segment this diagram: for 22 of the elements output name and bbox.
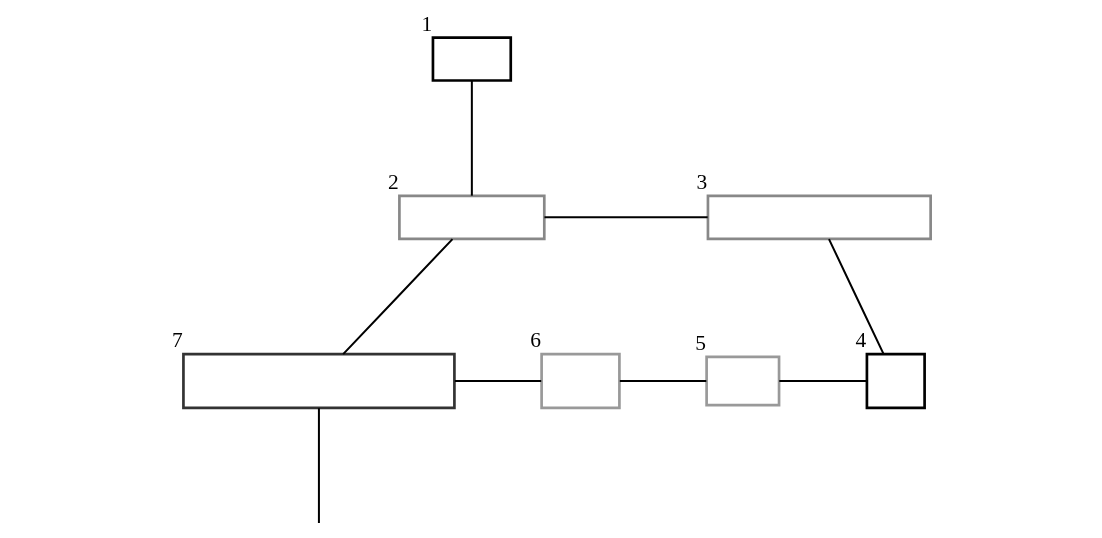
connector [619, 380, 707, 382]
node-box [398, 194, 546, 241]
connector [470, 80, 473, 196]
connector [779, 380, 867, 382]
connector [828, 238, 885, 355]
connector [544, 216, 708, 219]
node-box [705, 355, 781, 407]
connector [454, 380, 542, 382]
node-box [540, 352, 621, 410]
node-label: 1 [421, 11, 433, 36]
connector [317, 408, 320, 523]
node-label: 7 [172, 328, 183, 353]
node-label: 5 [695, 330, 706, 355]
node-label: 6 [530, 328, 541, 353]
node-box [182, 352, 456, 410]
node-label: 3 [696, 169, 708, 194]
node-box [865, 352, 926, 410]
node-label: 4 [855, 328, 867, 353]
node-box [706, 194, 932, 241]
node-box [431, 36, 513, 82]
connector [342, 238, 454, 355]
node-label: 2 [388, 169, 399, 194]
